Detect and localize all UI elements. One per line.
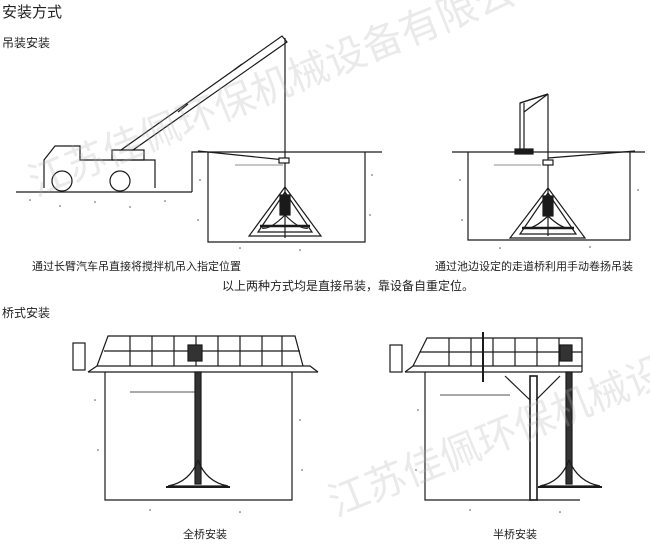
hoist-note: 以上两种方式均是直接吊装，靠设备自重定位。 [222,279,475,293]
half-bridge-figure [389,332,602,501]
section-label-hoist: 吊装安装 [2,36,51,50]
caption-full-bridge: 全桥安装 [183,528,227,541]
section-label-bridge: 桥式安装 [2,306,51,320]
full-bridge-figure [72,335,319,501]
caption-half-bridge: 半桥安装 [493,528,537,541]
walkway-winch-figure [452,93,645,241]
caption-truck-crane: 通过长臂汽车吊直接将搅拌机吊入指定位置 [32,260,241,273]
truck-crane-figure [16,35,382,243]
caption-walkway-winch: 通过池边设定的走道桥利用手动卷扬吊装 [435,260,633,273]
page-title: 安装方式 [2,3,63,21]
